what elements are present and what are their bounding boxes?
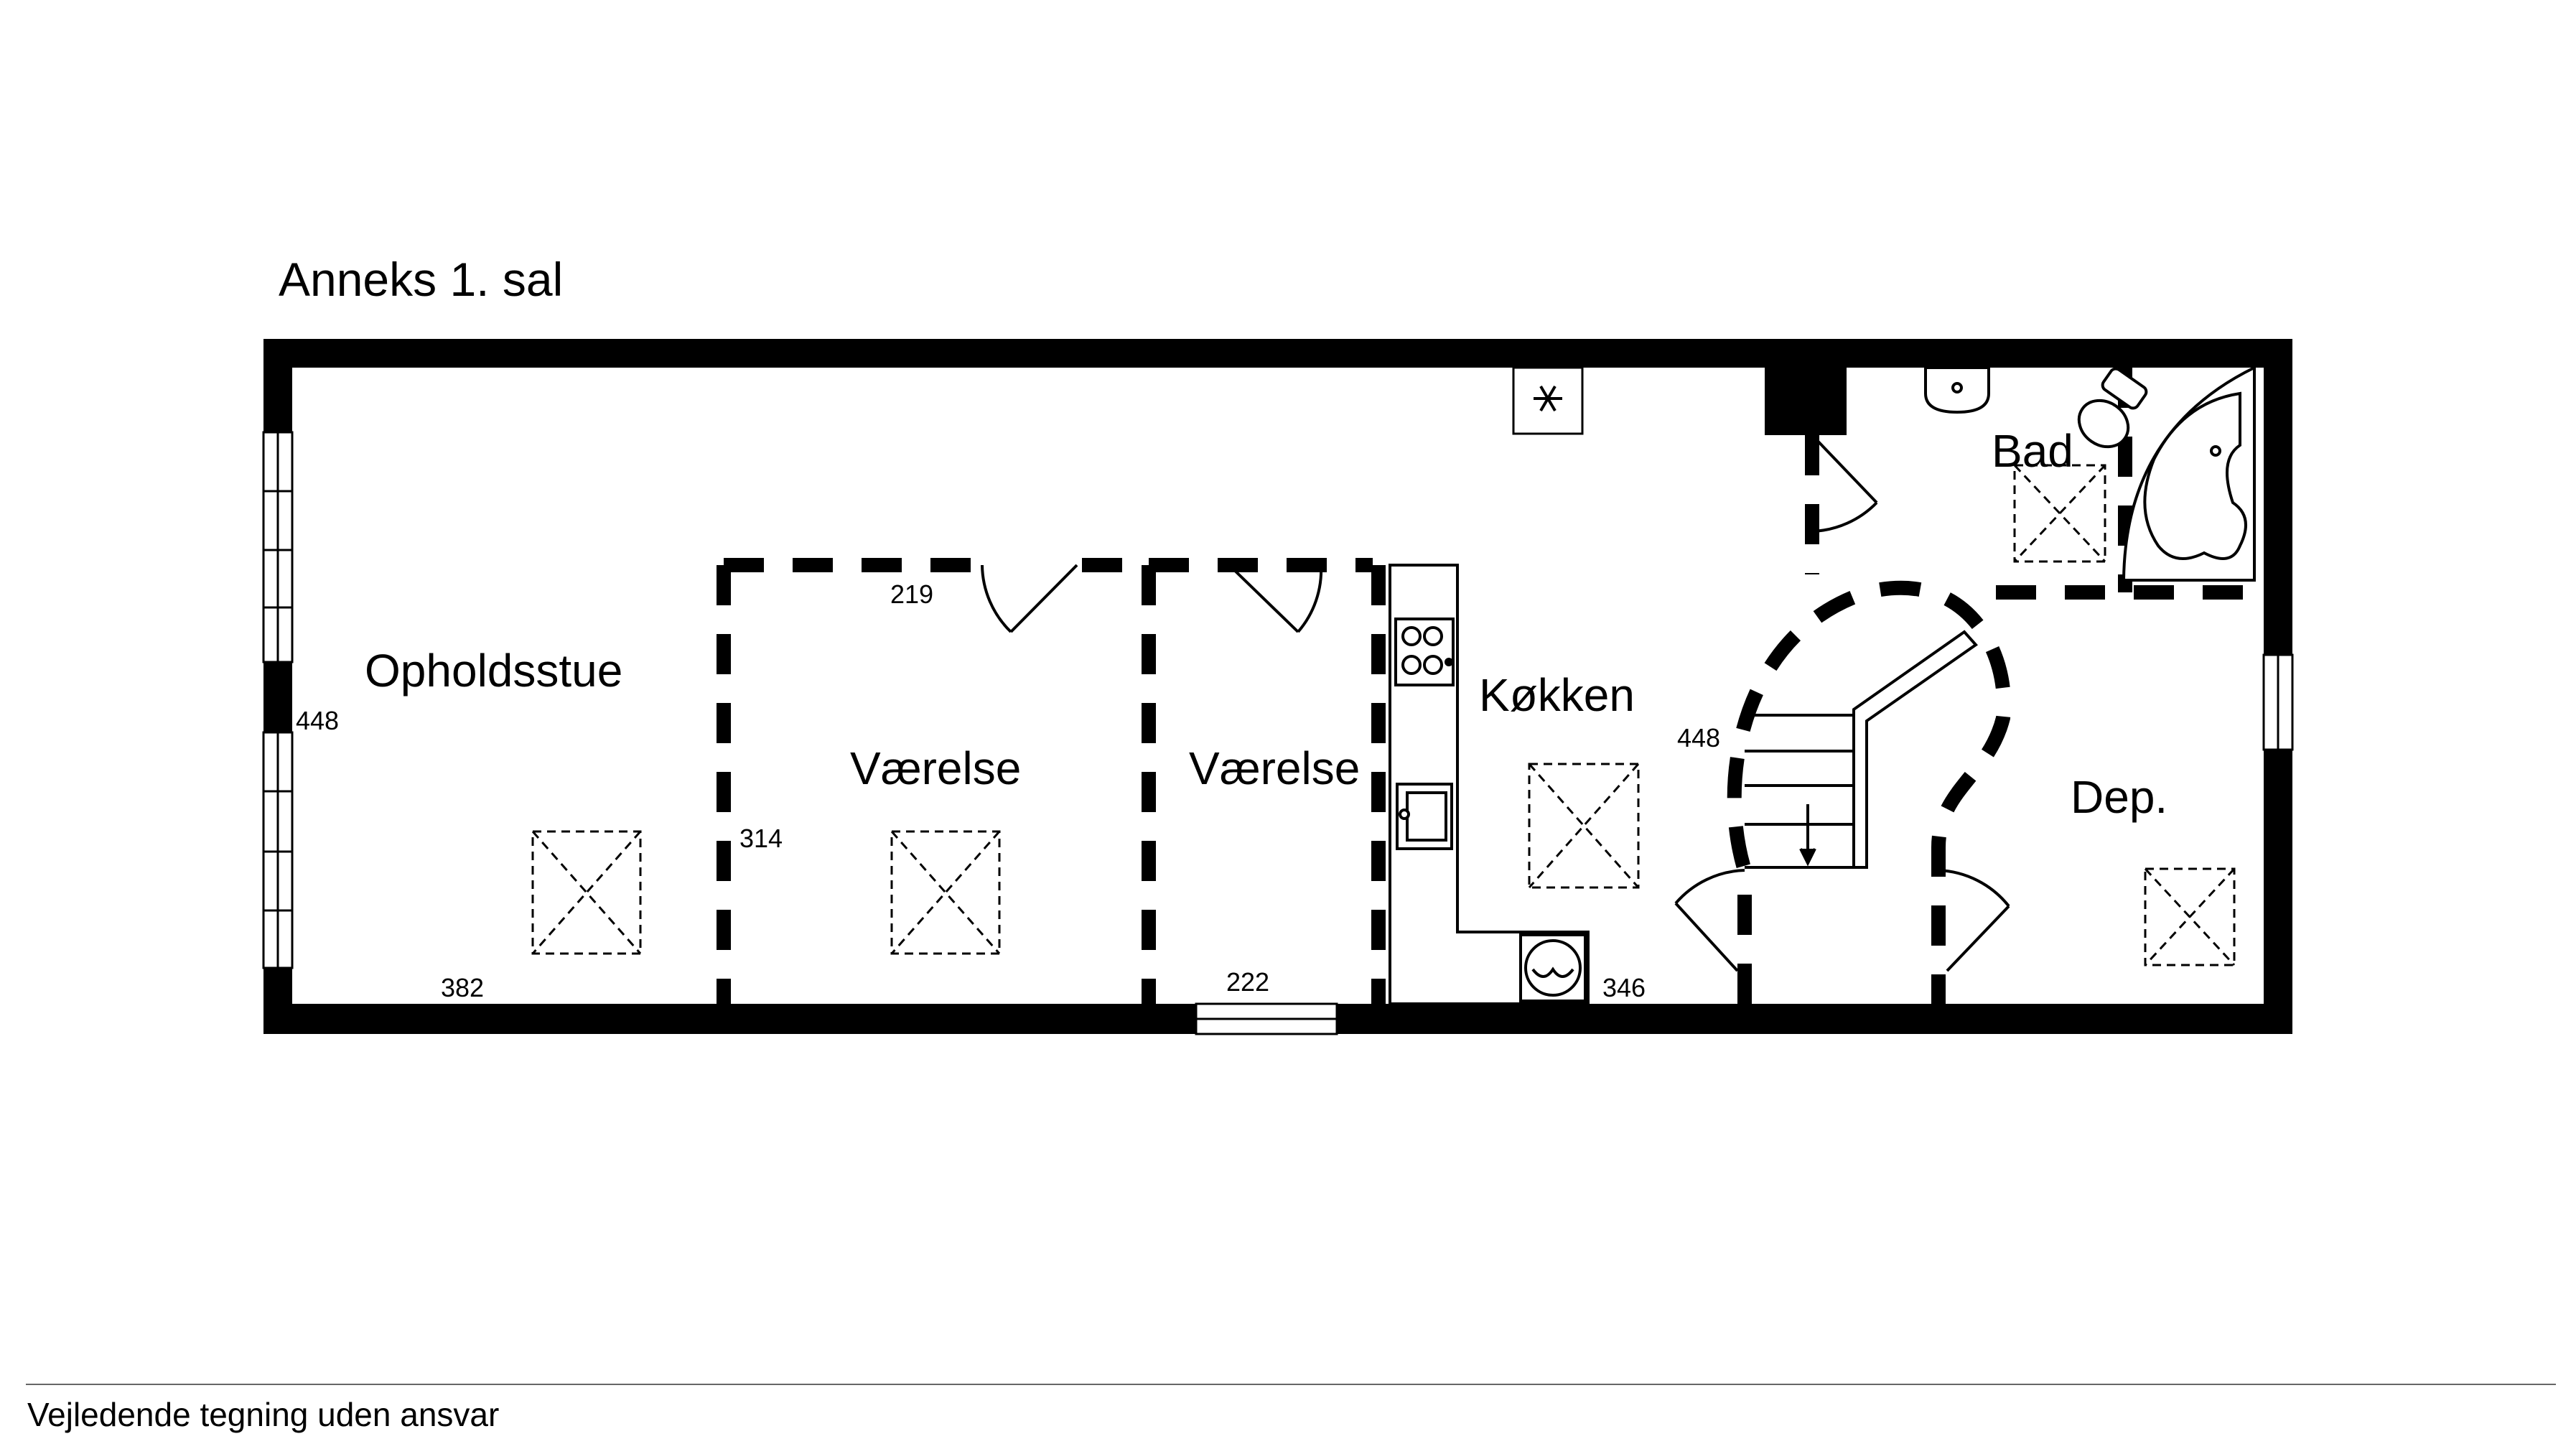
dimension-room2-width: 222 — [1226, 967, 1269, 997]
skylights — [531, 464, 2236, 966]
door-stair-left[interactable] — [1674, 869, 1745, 972]
dimension-room1-width: 219 — [890, 579, 933, 609]
room-label-kitchen: Køkken — [1479, 669, 1635, 721]
doors — [981, 434, 2010, 972]
kitchen-counter — [1389, 564, 1590, 1005]
dimension-room1-height: 314 — [739, 824, 783, 853]
snowflake-icon — [1512, 366, 1584, 435]
windows — [262, 431, 2294, 1035]
room-label-room2: Værelse — [1189, 742, 1360, 794]
skylight-cross-icon — [1528, 763, 1640, 889]
room-label-living: Opholdsstue — [365, 645, 622, 696]
stairs-icon — [1745, 630, 1978, 869]
sink-icon — [1396, 783, 1453, 850]
bathtub-icon — [2122, 365, 2256, 582]
dimension-kitchen-width: 346 — [1602, 973, 1646, 1002]
dimension-living-height: 448 — [296, 706, 339, 735]
stove-icon — [1394, 618, 1455, 686]
footer-disclaimer: Vejledende tegning uden ansvar — [27, 1396, 499, 1433]
skylight-cross-icon — [890, 830, 1001, 955]
skylight-cross-icon — [2013, 464, 2106, 563]
door-room1[interactable] — [981, 564, 1078, 633]
washing-machine-icon — [1519, 933, 1587, 1002]
washbasin-icon — [1924, 366, 1990, 414]
skylight-cross-icon — [2144, 867, 2236, 966]
door-room2[interactable] — [1228, 564, 1323, 633]
skylight-cross-icon — [531, 830, 642, 955]
door-stair-right[interactable] — [1938, 869, 2010, 972]
bathroom-fixtures — [1924, 365, 2256, 582]
dimension-kitchen-height: 448 — [1677, 723, 1720, 753]
plan-title: Anneks 1. sal — [279, 253, 563, 306]
toilet-icon — [2077, 367, 2148, 449]
room-label-room1: Værelse — [850, 742, 1021, 794]
room-label-storage: Dep. — [2071, 771, 2167, 823]
door-bath[interactable] — [1811, 434, 1878, 533]
dimension-living-width: 382 — [441, 973, 484, 1002]
room-label-bath: Bad — [1992, 425, 2073, 477]
